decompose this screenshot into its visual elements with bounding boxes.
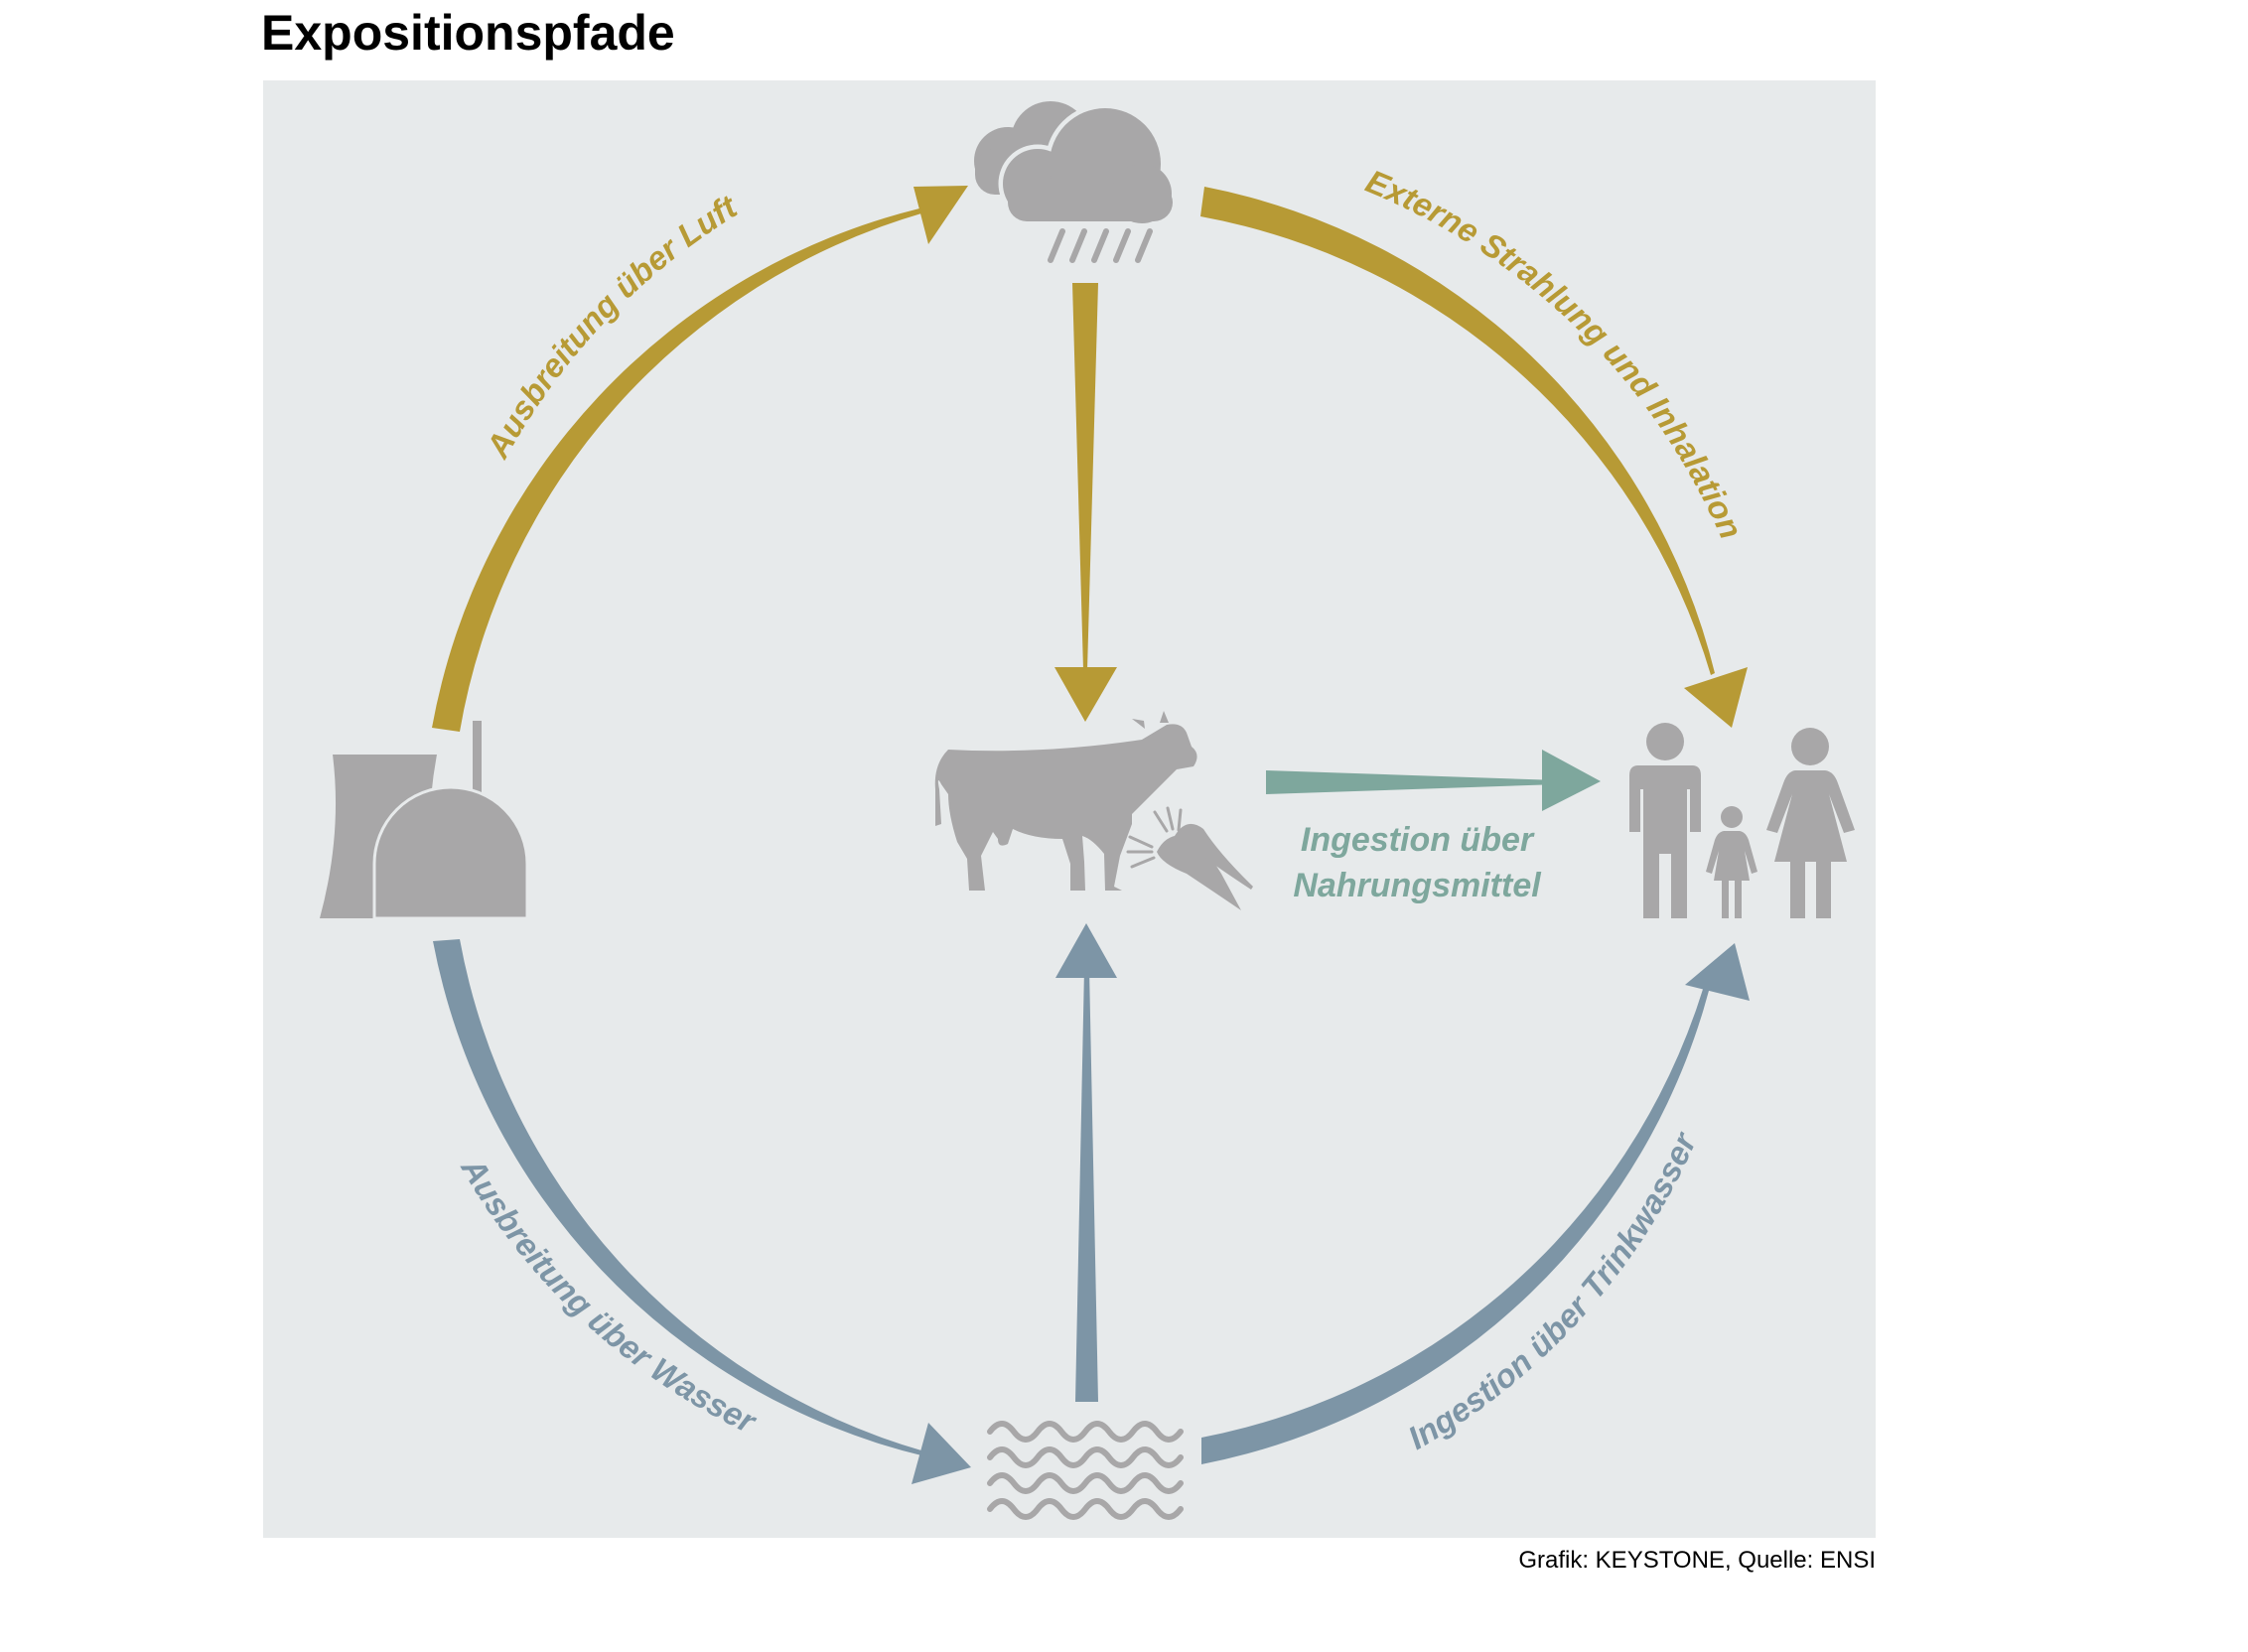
page-title: Expositionspfade: [261, 5, 675, 61]
power-plant-icon: [320, 721, 529, 920]
label-external-radiation: Externe Strahlung und Inhalation: [1361, 162, 1751, 544]
label-water-dispersion: Ausbreitung über Wasser: [454, 1151, 763, 1441]
air-dispersion-arrow: [432, 208, 921, 732]
water-uptake-arrowhead: [1055, 923, 1117, 978]
label-drinking-water: Ingestion über Trinkwasser: [1402, 1126, 1704, 1456]
deposition-arrow: [1072, 283, 1098, 670]
external-radiation-arrow: [1200, 187, 1715, 675]
label-food-ingestion-line2: Nahrungsmittel: [1293, 867, 1542, 904]
water-waves-icon: [987, 1421, 1184, 1520]
source-credit: Grafik: KEYSTONE, Quelle: ENSI: [1518, 1547, 1876, 1574]
carrot-icon: [1126, 806, 1253, 910]
food-ingestion-arrow: [1266, 770, 1559, 794]
label-air-dispersion: Ausbreitung über Luft: [479, 187, 745, 465]
family-icon: [1629, 723, 1855, 918]
food-ingestion-arrowhead: [1542, 750, 1601, 811]
drinking-water-arrowhead: [1685, 943, 1750, 1001]
rain-cloud-icon: [974, 101, 1177, 263]
deposition-arrowhead: [1054, 667, 1117, 722]
water-uptake-arrow: [1075, 968, 1098, 1402]
cow-icon: [934, 711, 1197, 891]
external-radiation-arrowhead: [1684, 667, 1748, 728]
air-dispersion-arrowhead: [913, 186, 968, 244]
water-dispersion-arrowhead: [912, 1423, 971, 1484]
label-food-ingestion-line1: Ingestion über: [1301, 821, 1535, 859]
